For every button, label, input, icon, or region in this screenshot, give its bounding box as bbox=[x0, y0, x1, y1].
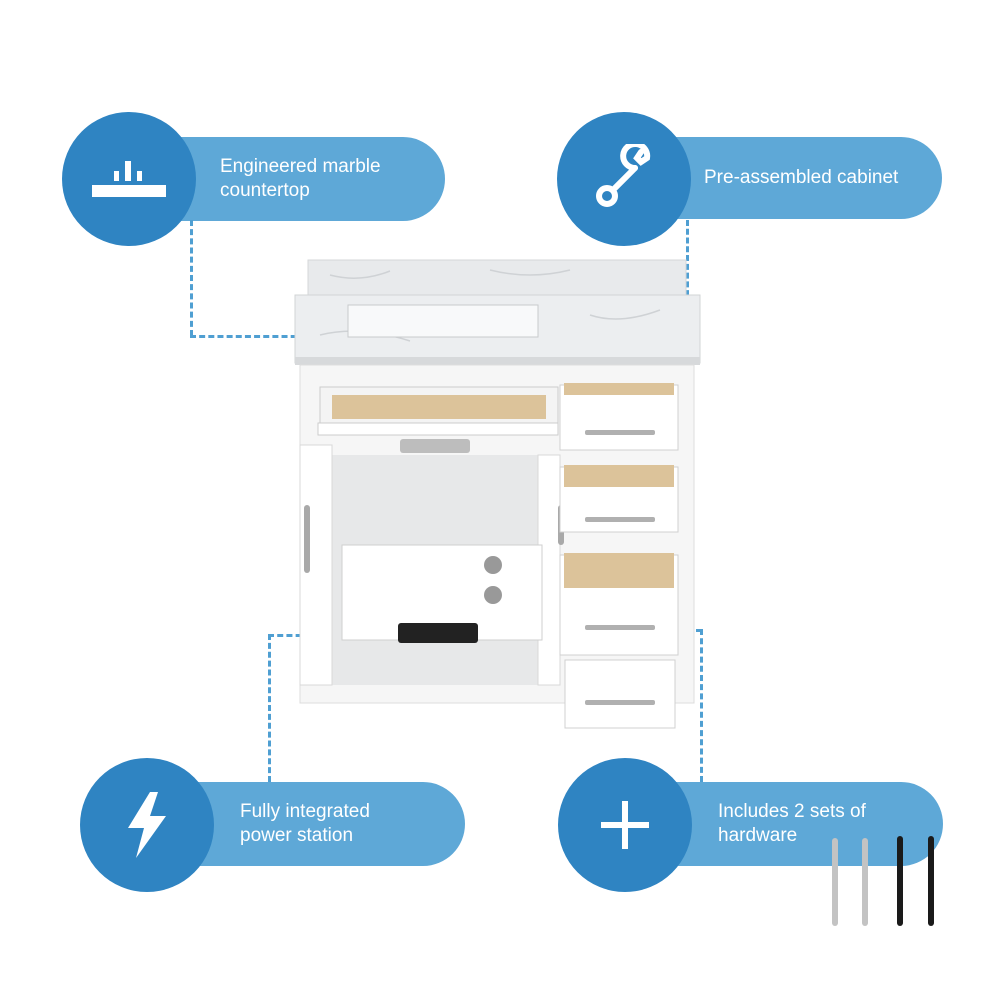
marble-backsplash bbox=[307, 259, 687, 301]
hardware-badge bbox=[558, 758, 692, 892]
silver-handle-1 bbox=[832, 838, 838, 926]
hardware-callout-line1: Includes 2 sets of bbox=[718, 801, 866, 822]
countertop-callout-text: Engineered marble countertop bbox=[220, 155, 381, 203]
power-outlet-strip bbox=[398, 623, 478, 643]
silver-handle-2 bbox=[862, 838, 868, 926]
hardware-callout-line2: hardware bbox=[718, 825, 798, 846]
black-handle-2 bbox=[928, 836, 934, 926]
countertop-callout-line1: Engineered marble bbox=[220, 156, 381, 177]
plus-icon bbox=[601, 801, 649, 849]
power-callout-line2: power station bbox=[240, 825, 354, 846]
power-connector-vertical bbox=[268, 634, 271, 782]
countertop-connector-vertical bbox=[190, 220, 193, 336]
power-callout-text: Fully integrated power station bbox=[240, 800, 370, 848]
countertop-callout-line2: countertop bbox=[220, 180, 310, 201]
drawer-1 bbox=[559, 384, 679, 451]
black-handle-1 bbox=[897, 836, 903, 926]
wrench-icon bbox=[596, 144, 651, 207]
cabinet-badge bbox=[557, 112, 691, 246]
vanity-illustration bbox=[294, 259, 701, 729]
countertop-badge bbox=[62, 112, 196, 246]
lightning-bolt-icon bbox=[128, 792, 166, 858]
hardware-connector-vertical bbox=[700, 629, 703, 782]
countertop-connector-horizontal bbox=[190, 335, 315, 338]
hardware-callout-text: Includes 2 sets of hardware bbox=[718, 800, 866, 848]
undermount-sink bbox=[347, 304, 539, 338]
power-badge bbox=[80, 758, 214, 892]
power-callout-line1: Fully integrated bbox=[240, 801, 370, 822]
cabinet-callout-line1: Pre-assembled cabinet bbox=[704, 167, 899, 188]
countertop-icon bbox=[92, 161, 166, 197]
drawer-4 bbox=[564, 659, 676, 729]
